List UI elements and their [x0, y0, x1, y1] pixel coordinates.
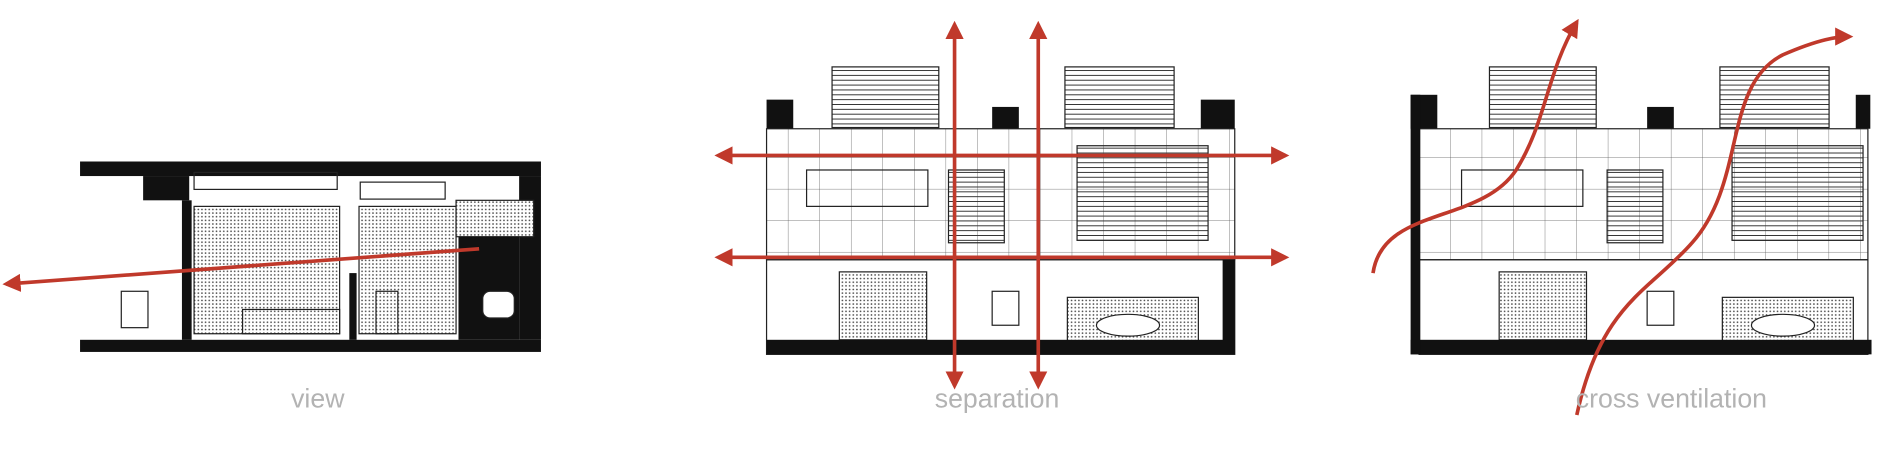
- panel-label-cross-ventilation: cross ventilation: [1576, 384, 1767, 414]
- separation-arrows: [714, 20, 1290, 390]
- section-drawing: [2, 161, 541, 352]
- view-arrow: [2, 247, 480, 292]
- floor-plan-cross-ventilation: [1410, 66, 1872, 355]
- panel-label-separation: separation: [935, 384, 1060, 414]
- ventilation-arrows: [1371, 18, 1854, 416]
- panel-label-view: view: [291, 384, 345, 414]
- floor-plan-separation: [765, 66, 1236, 355]
